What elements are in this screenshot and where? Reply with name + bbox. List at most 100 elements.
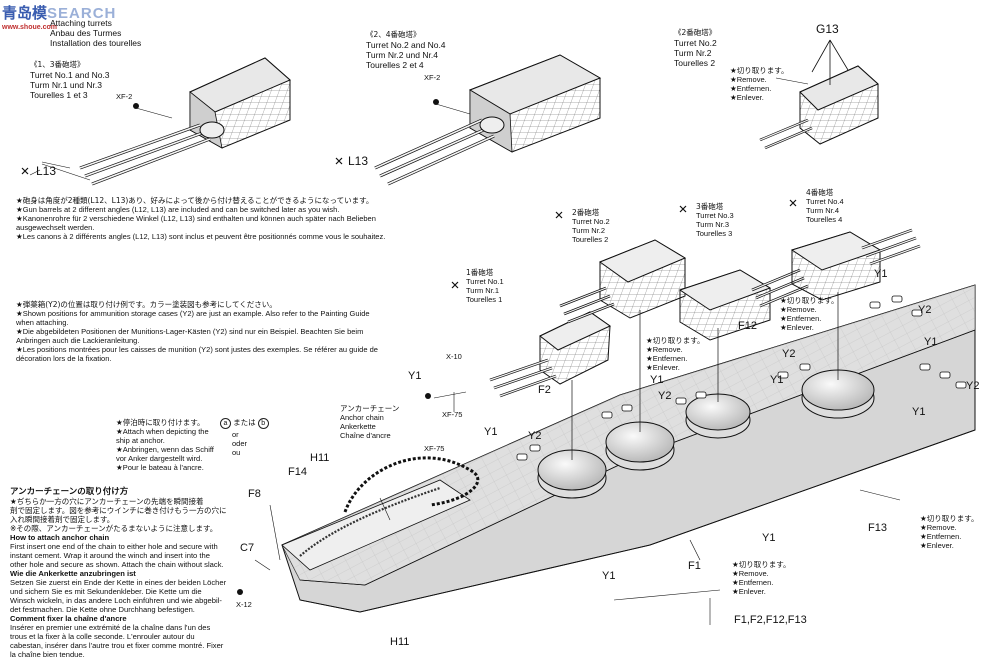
tag-de: Turm Nr.1	[466, 286, 500, 295]
header-line-1: Attaching turrets	[50, 18, 112, 28]
caption-jp: 《2、4番砲塔》	[366, 30, 421, 39]
instr-jp-2: 剤で固定します。図を参考にウインチに巻き付けもう一方の穴に	[10, 506, 227, 515]
tag-de: Turm Nr.2	[572, 226, 606, 235]
part-f13-a: F13	[868, 522, 887, 534]
watermark-url: www.shoue.com	[2, 24, 57, 31]
part-y1-f: Y1	[924, 336, 938, 348]
section-header: Attaching turrets Anbau des Turmes Insta…	[50, 18, 141, 48]
tag-en: Turret No.1	[466, 277, 504, 286]
caption-turret-2: 《2番砲塔》 Turret No.2 Turm Nr.2 Tourelles 2	[674, 28, 717, 68]
note-jp: ★弾薬箱(Y2)の位置は取り付け例です。カラー塗装図も参考にしてください。	[16, 300, 277, 309]
remove-note-f13: ★切り取ります。 ★Remove. ★Entfernen. ★Enlever.	[920, 514, 978, 550]
part-y1-e: Y1	[874, 268, 888, 280]
note-ammo-cases: ★弾薬箱(Y2)の位置は取り付け例です。カラー塗装図も参考にしてください。 ★S…	[16, 300, 378, 363]
watermark-logo: 青岛模SEARCH	[2, 2, 116, 23]
anchor-note-en-1: ★Attach when depicting the	[116, 427, 209, 436]
remove-fr: ★Enlever.	[920, 541, 954, 550]
instr-de-3: Winsch wickeln, in das andere Loch einfü…	[10, 596, 222, 605]
anchor-note-de-2: vor Anker dargestellt wird.	[116, 454, 203, 463]
tag-jp: 1番砲塔	[466, 268, 494, 277]
instr-jp-title: アンカーチェーンの取り付け方	[10, 487, 129, 497]
caption-en: Turret No.2	[674, 38, 717, 48]
remove-jp: ★切り取ります。	[730, 66, 789, 75]
chain-jp: アンカーチェーン	[340, 404, 400, 413]
remove-note-right: ★切り取ります。 ★Remove. ★Entfernen. ★Enlever.	[780, 296, 838, 332]
or-fr: ou	[232, 448, 241, 457]
part-y1-i: Y1	[602, 570, 616, 582]
caption-en: Turret No.2 and No.4	[366, 40, 446, 50]
anchor-or-words: or oder ou	[232, 430, 247, 457]
tag-turret-1: 1番砲塔 Turret No.1 Turm Nr.1 Tourelles 1	[466, 268, 504, 304]
remove-de: ★Entfernen.	[780, 314, 822, 323]
turret-1-model	[489, 311, 611, 398]
remove-de: ★Entfernen.	[920, 532, 962, 541]
part-l13-a: L13	[36, 164, 57, 178]
note-de-2: Anbringen auch die Lackieranleitung.	[16, 336, 140, 345]
instr-de-title: Wie die Ankerkette anzubringen ist	[10, 569, 136, 578]
part-f8: F8	[248, 488, 261, 500]
part-y1-c: Y1	[650, 374, 664, 386]
note-de-1: ★Kanonenrohre für 2 verschiedene Winkel …	[16, 214, 376, 223]
part-x10: X-10	[446, 352, 462, 361]
anchor-note-fr: ★Pour le bateau à l'ancre.	[116, 463, 204, 472]
remove-de: ★Entfernen.	[646, 354, 688, 363]
note-en: ★Gun barrels at 2 different angles (L12,…	[16, 205, 340, 214]
option-a: a	[220, 418, 231, 429]
part-h11-b: H11	[390, 636, 410, 648]
part-c7: C7	[240, 542, 255, 554]
instr-jp-3: 入れ瞬間接着剤で固定します。	[10, 515, 115, 524]
caption-turret-1-3: 《1、3番砲塔》 Turret No.1 and No.3 Turm Nr.1 …	[30, 60, 110, 100]
turret-4-model	[790, 228, 921, 301]
remove-jp: ★切り取ります。	[732, 560, 791, 569]
note-de-1: ★Die abgebildeten Positionen der Munitio…	[16, 327, 364, 336]
note-fr-1: ★Les positions montrées pour les caisses…	[16, 345, 378, 354]
remove-fr: ★Enlever.	[780, 323, 814, 332]
turret-2-model	[559, 239, 687, 324]
remove-fr: ★Enlever.	[732, 587, 766, 596]
remove-de: ★Entfernen.	[732, 578, 774, 587]
caption-fr: Tourelles 2	[674, 58, 716, 68]
tag-en: Turret No.3	[696, 211, 734, 220]
or-de: oder	[232, 439, 248, 448]
tag-fr: Tourelles 2	[572, 235, 609, 244]
caption-fr: Tourelles 1 et 3	[30, 90, 88, 100]
anchor-instructions: アンカーチェーンの取り付け方 ★ぢちらか一方の穴にアンカーチェーンの先端を瞬間接…	[10, 488, 227, 659]
watermark-cn: 青岛模	[2, 4, 48, 22]
cut-marker-icons	[21, 157, 797, 289]
remove-note-f1: ★切り取ります。 ★Remove. ★Entfernen. ★Enlever.	[732, 560, 790, 596]
anchor-chain-label: アンカーチェーン Anchor chain Ankerkette Chaîne …	[340, 404, 399, 440]
tag-turret-3: 3番砲塔 Turret No.3 Turm Nr.3 Tourelles 3	[696, 202, 734, 238]
note-jp: ★砲身は角度が2種類(L12、L13)あり、好みによって後から付け替えることがで…	[16, 196, 374, 205]
note-fr-2: décoration lors de la fixation.	[16, 354, 112, 363]
paint-dot-icons	[237, 393, 431, 595]
header-line-3: Installation des tourelles	[50, 38, 142, 48]
remove-jp: ★切り取ります。	[646, 336, 705, 345]
anchor-note-en-2: ship at anchor.	[116, 436, 165, 445]
anchor-note-jp: ★停泊時に取り付けます。	[116, 418, 205, 427]
turret-2-4-detail	[374, 54, 602, 186]
part-f2: F2	[538, 384, 551, 396]
remove-jp: ★切り取ります。	[920, 514, 979, 523]
tag-turret-2: 2番砲塔 Turret No.2 Turm Nr.2 Tourelles 2	[572, 208, 610, 244]
tag-fr: Tourelles 3	[696, 229, 733, 238]
anchor-note: ★停泊時に取り付けます。 ★Attach when depicting the …	[116, 418, 214, 472]
part-y1-g: Y1	[912, 406, 926, 418]
part-y1-d: Y1	[770, 374, 784, 386]
remove-fr: ★Enlever.	[646, 363, 680, 372]
remove-jp: ★切り取ります。	[780, 296, 839, 305]
part-f-all: F1,F2,F12,F13	[734, 614, 807, 626]
turret-1-3-detail	[29, 57, 291, 186]
part-y1-b: Y1	[484, 426, 498, 438]
tag-jp: 3番砲塔	[696, 202, 724, 211]
part-y1-a: Y1	[408, 370, 422, 382]
remove-de: ★Entfernen.	[730, 84, 772, 93]
guide-lines	[571, 292, 839, 460]
part-l13-b: L13	[348, 154, 369, 168]
instr-de-4: det festmachen. Die Kette ohne Durchhang…	[10, 605, 195, 614]
caption-de: Turm Nr.2	[674, 48, 712, 58]
instr-fr-1: Insérer en premier une extrémité de la c…	[10, 623, 211, 632]
leader-lines	[254, 391, 901, 625]
instr-fr-4: la chaîne bien tendue.	[10, 650, 85, 659]
anchor-option-a-b: a または b	[220, 418, 269, 429]
